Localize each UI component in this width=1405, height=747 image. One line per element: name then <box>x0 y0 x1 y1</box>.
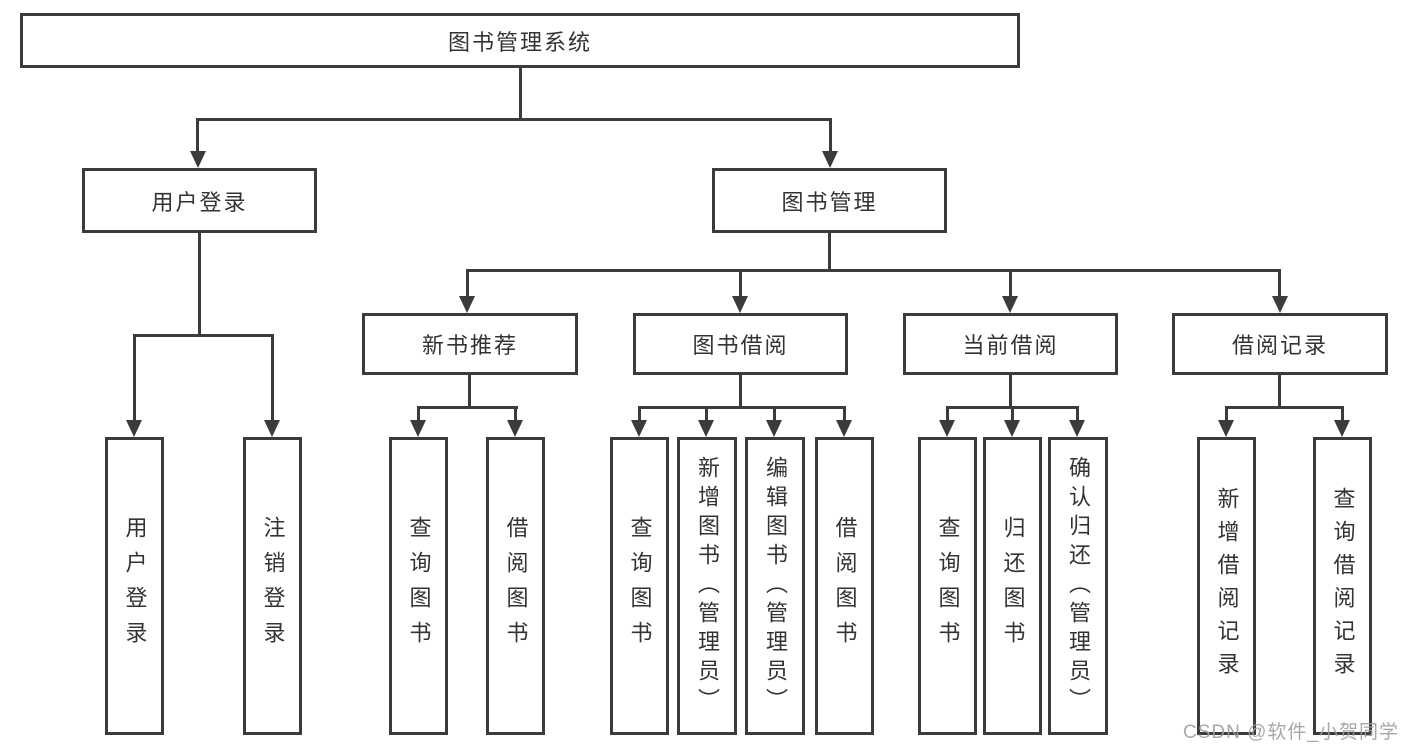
arrow-down-icon <box>264 420 280 437</box>
connector-line <box>1278 373 1281 409</box>
connector-line <box>417 406 518 409</box>
leaf-query-books: 查询图书 <box>389 437 448 735</box>
connector-line <box>271 334 274 422</box>
arrow-down-icon <box>939 420 955 437</box>
connector-line <box>1009 373 1012 409</box>
arrow-down-icon <box>822 151 838 168</box>
leaf-edit-book-admin: 编辑图书（管理员） <box>745 437 805 735</box>
connector-line <box>946 406 949 422</box>
leaf-borrow-books-2: 借阅图书 <box>815 437 874 735</box>
arrow-down-icon <box>190 151 206 168</box>
connector-line <box>828 231 831 272</box>
arrow-down-icon <box>410 420 426 437</box>
connector-line <box>133 334 136 422</box>
connector-line <box>638 406 846 409</box>
arrow-down-icon <box>766 420 782 437</box>
arrow-down-icon <box>507 420 523 437</box>
connector-line <box>417 406 420 422</box>
connector-line <box>133 334 274 337</box>
leaf-user-login: 用户登录 <box>105 437 164 735</box>
connector-line <box>519 66 522 120</box>
leaf-confirm-return-admin: 确认归还（管理员） <box>1048 437 1108 735</box>
arrow-down-icon <box>1069 420 1085 437</box>
arrow-down-icon <box>698 420 714 437</box>
csdn-watermark: CSDN @软件_小贺同学 <box>1183 722 1399 743</box>
node-new-book-recommend: 新书推荐 <box>362 313 578 375</box>
leaf-query-books-3: 查询图书 <box>918 437 977 735</box>
node-current-borrow: 当前借阅 <box>903 313 1118 375</box>
connector-line <box>196 118 199 153</box>
arrow-down-icon <box>1002 296 1018 313</box>
leaf-borrow-books: 借阅图书 <box>486 437 545 735</box>
connector-line <box>843 406 846 422</box>
node-book-borrow: 图书借阅 <box>633 313 848 375</box>
connector-line <box>198 231 201 337</box>
arrow-down-icon <box>836 420 852 437</box>
connector-line <box>739 373 742 409</box>
connector-line <box>1341 406 1344 422</box>
connector-line <box>1009 269 1012 298</box>
arrow-down-icon <box>732 296 748 313</box>
connector-line <box>1225 406 1228 422</box>
node-book-management: 图书管理 <box>712 168 947 233</box>
connector-line <box>829 118 832 153</box>
connector-line <box>1278 269 1281 298</box>
connector-line <box>773 406 776 422</box>
leaf-add-book-admin: 新增图书（管理员） <box>677 437 737 735</box>
arrow-down-icon <box>1218 420 1234 437</box>
connector-line <box>739 269 742 298</box>
node-borrow-records: 借阅记录 <box>1172 313 1388 375</box>
leaf-query-borrow-record: 查询借阅记录 <box>1313 437 1372 735</box>
connector-line <box>196 118 832 121</box>
leaf-return-book: 归还图书 <box>983 437 1042 735</box>
leaf-add-borrow-record: 新增借阅记录 <box>1197 437 1256 735</box>
connector-line <box>705 406 708 422</box>
connector-line <box>1076 406 1079 422</box>
connector-line <box>638 406 641 422</box>
arrow-down-icon <box>631 420 647 437</box>
arrow-down-icon <box>459 296 475 313</box>
arrow-down-icon <box>1272 296 1288 313</box>
leaf-logout: 注销登录 <box>243 437 302 735</box>
connector-line <box>514 406 517 422</box>
leaf-query-books-2: 查询图书 <box>610 437 669 735</box>
arrow-down-icon <box>1334 420 1350 437</box>
connector-line <box>1225 406 1344 409</box>
connector-line <box>1011 406 1014 422</box>
connector-line <box>466 269 469 298</box>
connector-line <box>468 373 471 409</box>
node-user-login: 用户登录 <box>82 168 317 233</box>
arrow-down-icon <box>1004 420 1020 437</box>
connector-line <box>466 269 1281 272</box>
node-library-system: 图书管理系统 <box>20 13 1020 68</box>
arrow-down-icon <box>126 420 142 437</box>
